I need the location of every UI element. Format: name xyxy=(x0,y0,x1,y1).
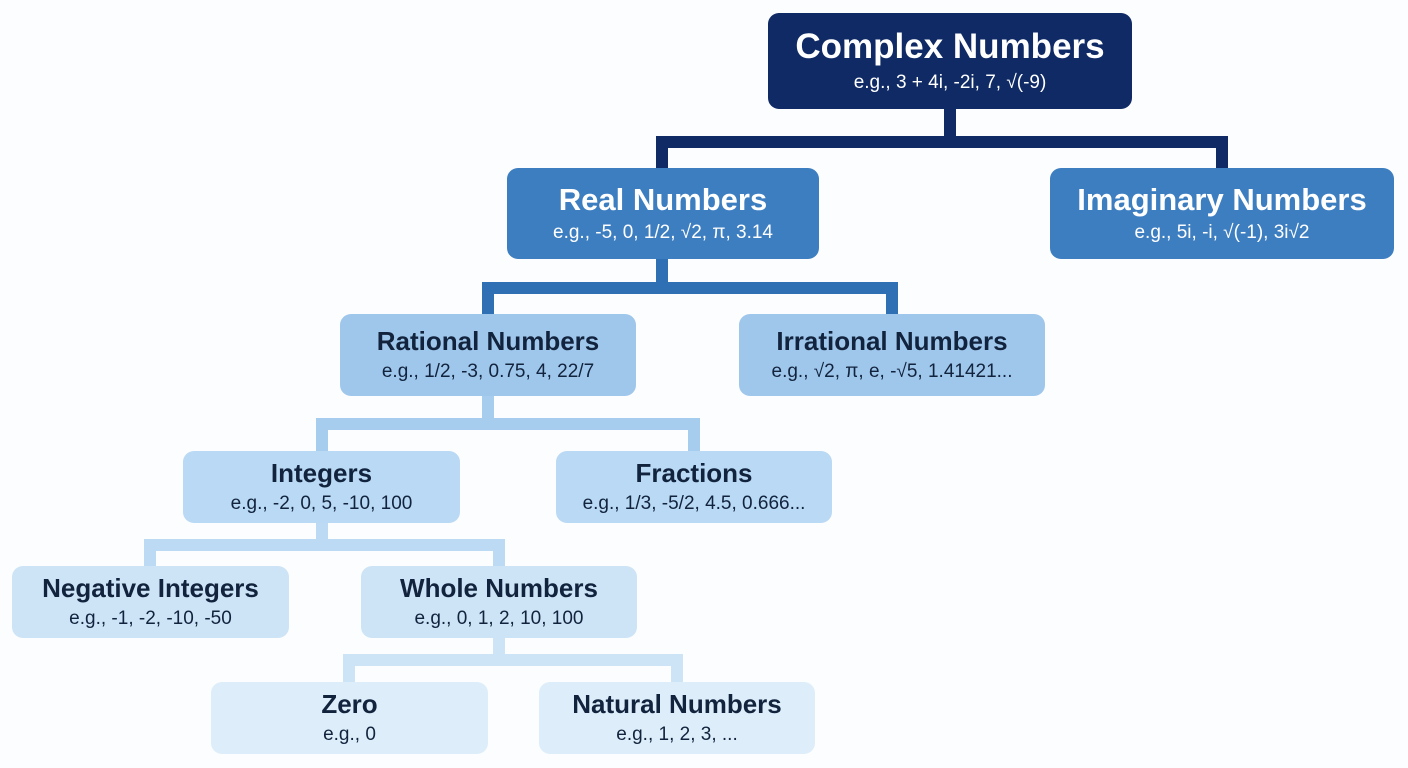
node-example: e.g., 1/3, -5/2, 4.5, 0.666... xyxy=(582,492,806,514)
node-real-numbers: Real Numbers e.g., -5, 0, 1/2, √2, π, 3.… xyxy=(507,168,819,259)
node-title: Zero xyxy=(321,689,378,720)
node-complex-numbers: Complex Numbers e.g., 3 + 4i, -2i, 7, √(… xyxy=(768,13,1132,109)
node-title: Fractions xyxy=(635,458,753,489)
node-example: e.g., 5i, -i, √(-1), 3i√2 xyxy=(1134,222,1310,244)
node-example: e.g., 0 xyxy=(323,723,376,745)
node-title: Irrational Numbers xyxy=(776,326,1008,357)
node-zero: Zero e.g., 0 xyxy=(211,682,488,754)
node-title: Natural Numbers xyxy=(572,689,782,720)
node-example: e.g., -1, -2, -10, -50 xyxy=(69,607,232,629)
node-fractions: Fractions e.g., 1/3, -5/2, 4.5, 0.666... xyxy=(556,451,832,523)
node-title: Real Numbers xyxy=(558,182,768,218)
node-title: Negative Integers xyxy=(42,573,259,604)
node-example: e.g., -5, 0, 1/2, √2, π, 3.14 xyxy=(553,222,773,244)
node-title: Whole Numbers xyxy=(400,573,598,604)
node-title: Imaginary Numbers xyxy=(1077,182,1367,218)
node-title: Integers xyxy=(270,458,373,489)
node-example: e.g., -2, 0, 5, -10, 100 xyxy=(230,492,413,514)
node-negative-integers: Negative Integers e.g., -1, -2, -10, -50 xyxy=(12,566,289,638)
node-example: e.g., √2, π, e, -√5, 1.41421... xyxy=(771,360,1013,382)
node-rational-numbers: Rational Numbers e.g., 1/2, -3, 0.75, 4,… xyxy=(340,314,636,396)
node-title: Rational Numbers xyxy=(376,326,600,357)
node-whole-numbers: Whole Numbers e.g., 0, 1, 2, 10, 100 xyxy=(361,566,637,638)
connector-whole xyxy=(343,637,683,682)
node-example: e.g., 3 + 4i, -2i, 7, √(-9) xyxy=(853,71,1047,93)
node-example: e.g., 1/2, -3, 0.75, 4, 22/7 xyxy=(381,360,595,382)
node-title: Complex Numbers xyxy=(795,27,1105,67)
connector-complex xyxy=(656,108,1228,168)
node-irrational-numbers: Irrational Numbers e.g., √2, π, e, -√5, … xyxy=(739,314,1045,396)
connector-real xyxy=(482,258,898,314)
node-example: e.g., 1, 2, 3, ... xyxy=(616,723,738,745)
node-example: e.g., 0, 1, 2, 10, 100 xyxy=(414,607,584,629)
connector-integers xyxy=(144,522,505,566)
connector-rational xyxy=(316,395,700,451)
node-imaginary-numbers: Imaginary Numbers e.g., 5i, -i, √(-1), 3… xyxy=(1050,168,1394,259)
node-natural-numbers: Natural Numbers e.g., 1, 2, 3, ... xyxy=(539,682,815,754)
node-integers: Integers e.g., -2, 0, 5, -10, 100 xyxy=(183,451,460,523)
